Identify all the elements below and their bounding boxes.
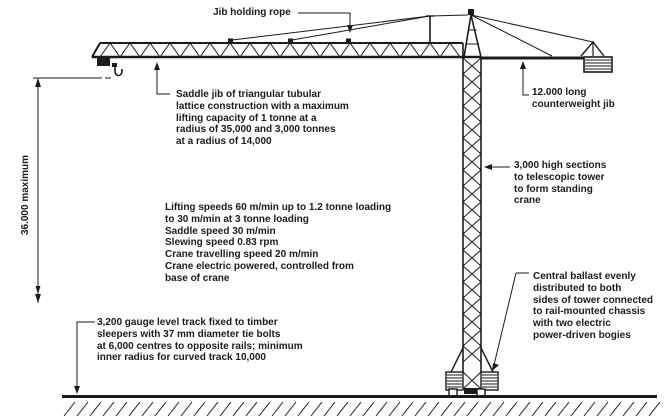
chassis-ballast [445,371,499,397]
leader-jib-holding-rope [298,12,353,33]
leader-central-ballast [492,272,529,371]
tower-apex [463,9,482,58]
dimension-arrow-up [35,78,41,87]
ground-track [62,395,661,417]
leader-saddle-jib [154,62,170,95]
dimension-arrow-down [35,286,41,294]
label-tower-sections: 3,000 high sections to telescopic tower … [514,160,607,207]
jib-lug [288,38,293,44]
bogie-center-pad [464,388,479,394]
dimension-arrow-down [35,294,41,303]
leader-tower-sections [484,164,510,170]
label-jib-holding-rope: Jib holding rope [213,7,291,18]
leader-track [74,321,95,394]
leader-counterweight-jib [520,61,529,96]
saddle-jib-truss [91,38,481,59]
tower-mast [450,43,494,373]
trolley-and-hook [97,58,123,77]
label-counterweight-jib: 12.000 long counterweight jib [532,87,615,110]
label-crane-speeds: Lifting speeds 60 m/min up to 1.2 tonne … [165,202,392,284]
counterweight-block [583,56,613,73]
label-height-dimension: 36.000 maximum [20,154,32,236]
jib-holding-ropes [231,14,594,57]
jib-lug [228,38,233,44]
bogie-wheel [476,388,486,397]
label-central-ballast: Central ballast evenly distributed to bo… [533,271,654,341]
bogie-wheel [448,388,458,397]
label-saddle-jib: Saddle jib of triangular tubular lattice… [176,89,349,148]
height-dimension-line [33,77,111,303]
jib-lug [346,38,351,44]
label-track: 3,200 gauge level track fixed to timber … [97,317,303,364]
counterweight-jib [481,40,612,60]
